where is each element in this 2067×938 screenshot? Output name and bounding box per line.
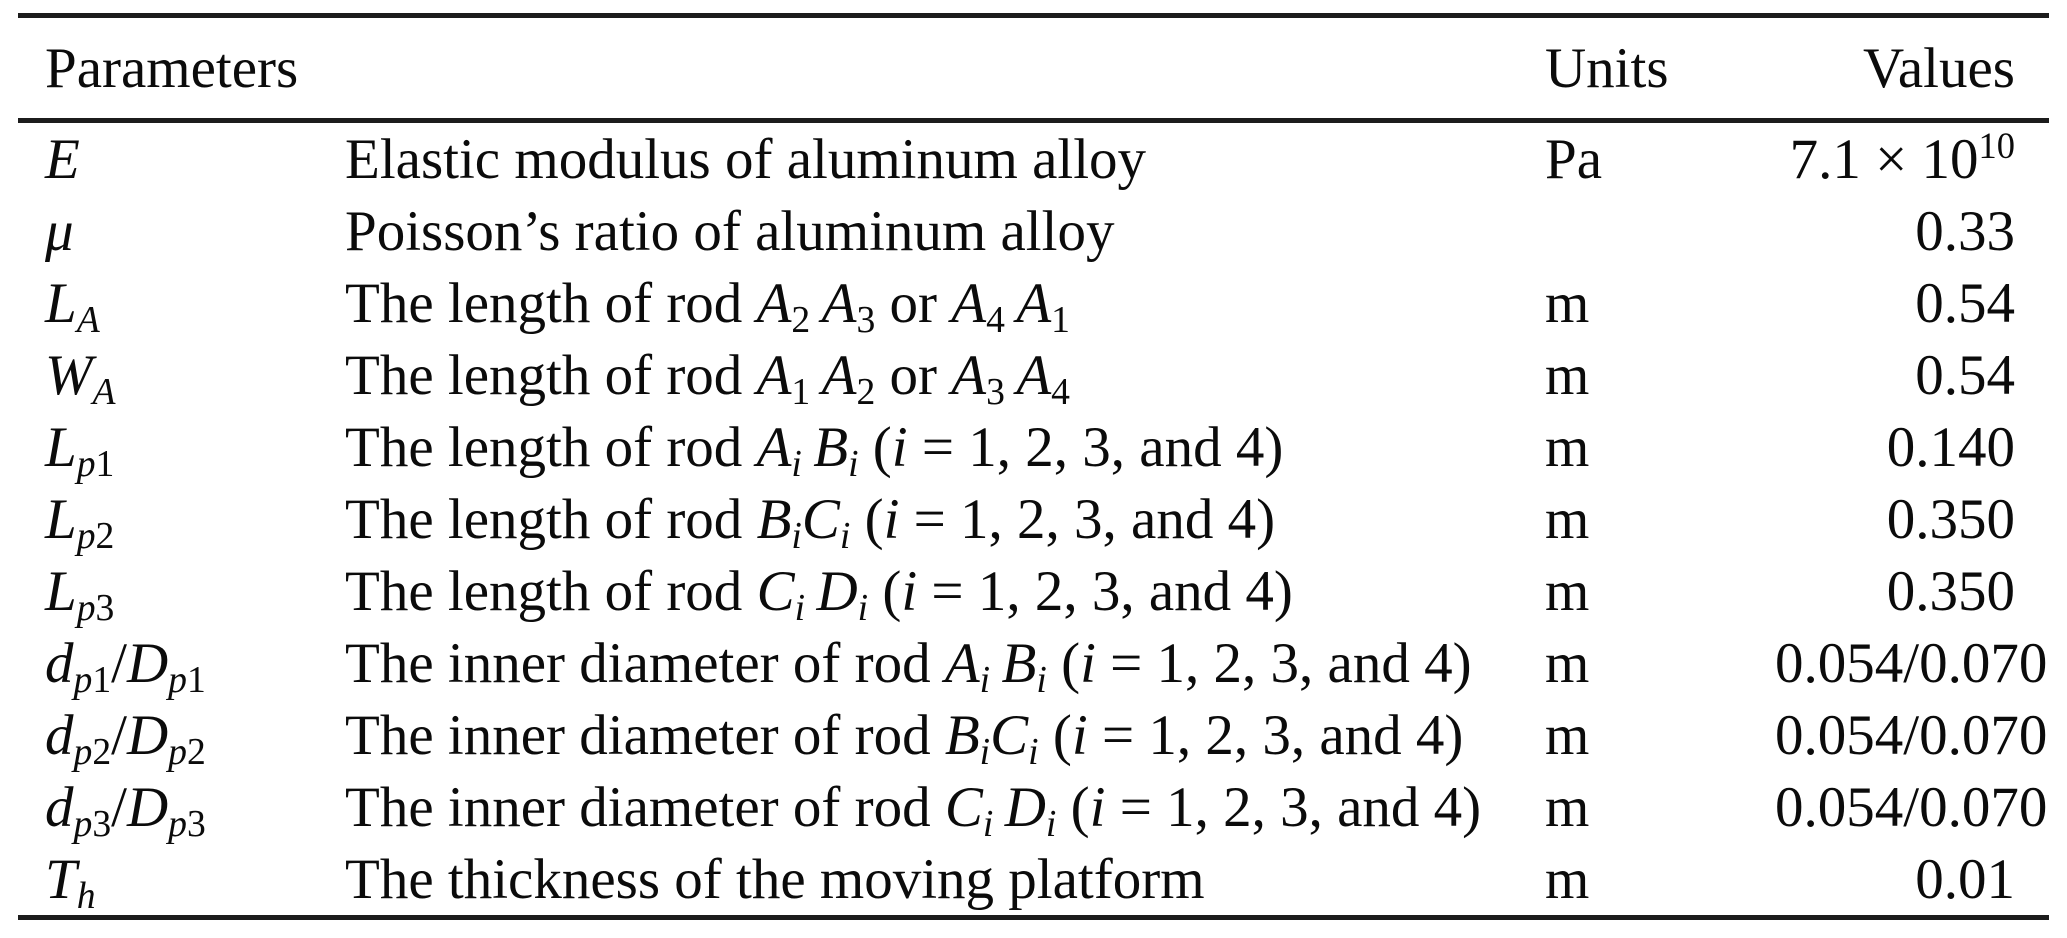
param-unit: m xyxy=(1545,847,1590,911)
parameters-table: Parameters Units Values E Elastic modulu… xyxy=(18,13,2049,920)
param-value: 0.01 xyxy=(1915,847,2015,911)
param-unit: m xyxy=(1545,703,1590,767)
param-description: The length of rod A1 A2 or A3 A4 xyxy=(345,343,1070,413)
param-value: 0.33 xyxy=(1915,199,2015,263)
param-unit: m xyxy=(1545,343,1590,407)
param-value: 0.054/0.070 xyxy=(1775,703,2048,767)
header-values: Values xyxy=(1863,36,2015,100)
param-symbol: Lp2 xyxy=(45,487,115,557)
header-parameters: Parameters xyxy=(45,36,299,100)
param-value: 0.350 xyxy=(1886,559,2015,623)
param-description: Poisson’s ratio of aluminum alloy xyxy=(345,199,1115,263)
param-value: 0.140 xyxy=(1886,415,2015,479)
param-description: The thickness of the moving platform xyxy=(345,847,1205,911)
param-symbol: E xyxy=(45,127,80,191)
param-value: 7.1 × 1010 xyxy=(1789,124,2015,191)
table-row: WA The length of rod A1 A2 or A3 A4 m 0.… xyxy=(18,339,2049,411)
param-symbol: Lp3 xyxy=(45,559,115,629)
table-row: dp2/Dp2 The inner diameter of rod BiCi (… xyxy=(18,699,2049,771)
param-description: The length of rod A2 A3 or A4 A1 xyxy=(345,271,1070,341)
param-symbol: Lp1 xyxy=(45,415,115,485)
param-symbol: LA xyxy=(45,271,100,341)
table-row: LA The length of rod A2 A3 or A4 A1 m 0.… xyxy=(18,267,2049,339)
param-symbol: dp2/Dp2 xyxy=(45,703,206,773)
param-description: Elastic modulus of aluminum alloy xyxy=(345,127,1147,191)
param-unit: m xyxy=(1545,559,1590,623)
param-symbol: dp3/Dp3 xyxy=(45,775,206,845)
param-unit: m xyxy=(1545,415,1590,479)
param-value: 0.54 xyxy=(1915,271,2015,335)
param-unit: m xyxy=(1545,775,1590,839)
table-row: μ Poisson’s ratio of aluminum alloy 0.33 xyxy=(18,195,2049,267)
param-unit: m xyxy=(1545,631,1590,695)
param-description: The length of rod Ai Bi (i = 1, 2, 3, an… xyxy=(345,415,1284,485)
param-description: The inner diameter of rod Ci Di (i = 1, … xyxy=(345,775,1482,845)
param-unit: Pa xyxy=(1545,127,1602,191)
table-body: E Elastic modulus of aluminum alloy Pa 7… xyxy=(18,123,2049,915)
param-unit: m xyxy=(1545,271,1590,335)
table-row: E Elastic modulus of aluminum alloy Pa 7… xyxy=(18,123,2049,195)
param-value: 0.350 xyxy=(1886,487,2015,551)
table-row: dp1/Dp1 The inner diameter of rod Ai Bi … xyxy=(18,627,2049,699)
param-symbol: dp1/Dp1 xyxy=(45,631,206,701)
param-description: The length of rod BiCi (i = 1, 2, 3, and… xyxy=(345,487,1276,557)
param-value: 0.54 xyxy=(1915,343,2015,407)
param-symbol: μ xyxy=(45,199,74,263)
param-symbol: Th xyxy=(45,847,96,917)
table-row: Lp3 The length of rod Ci Di (i = 1, 2, 3… xyxy=(18,555,2049,627)
param-description: The length of rod Ci Di (i = 1, 2, 3, an… xyxy=(345,559,1293,629)
table-row: Lp2 The length of rod BiCi (i = 1, 2, 3,… xyxy=(18,483,2049,555)
param-description: The inner diameter of rod BiCi (i = 1, 2… xyxy=(345,703,1464,773)
param-symbol: WA xyxy=(45,343,116,413)
param-description: The inner diameter of rod Ai Bi (i = 1, … xyxy=(345,631,1472,701)
param-value: 0.054/0.070 xyxy=(1775,775,2048,839)
table-row: Lp1 The length of rod Ai Bi (i = 1, 2, 3… xyxy=(18,411,2049,483)
header-units: Units xyxy=(1545,36,1669,100)
table-row: Th The thickness of the moving platform … xyxy=(18,843,2049,915)
param-unit: m xyxy=(1545,487,1590,551)
table-header-row: Parameters Units Values xyxy=(18,18,2049,123)
table-row: dp3/Dp3 The inner diameter of rod Ci Di … xyxy=(18,771,2049,843)
param-value: 0.054/0.070 xyxy=(1775,631,2048,695)
